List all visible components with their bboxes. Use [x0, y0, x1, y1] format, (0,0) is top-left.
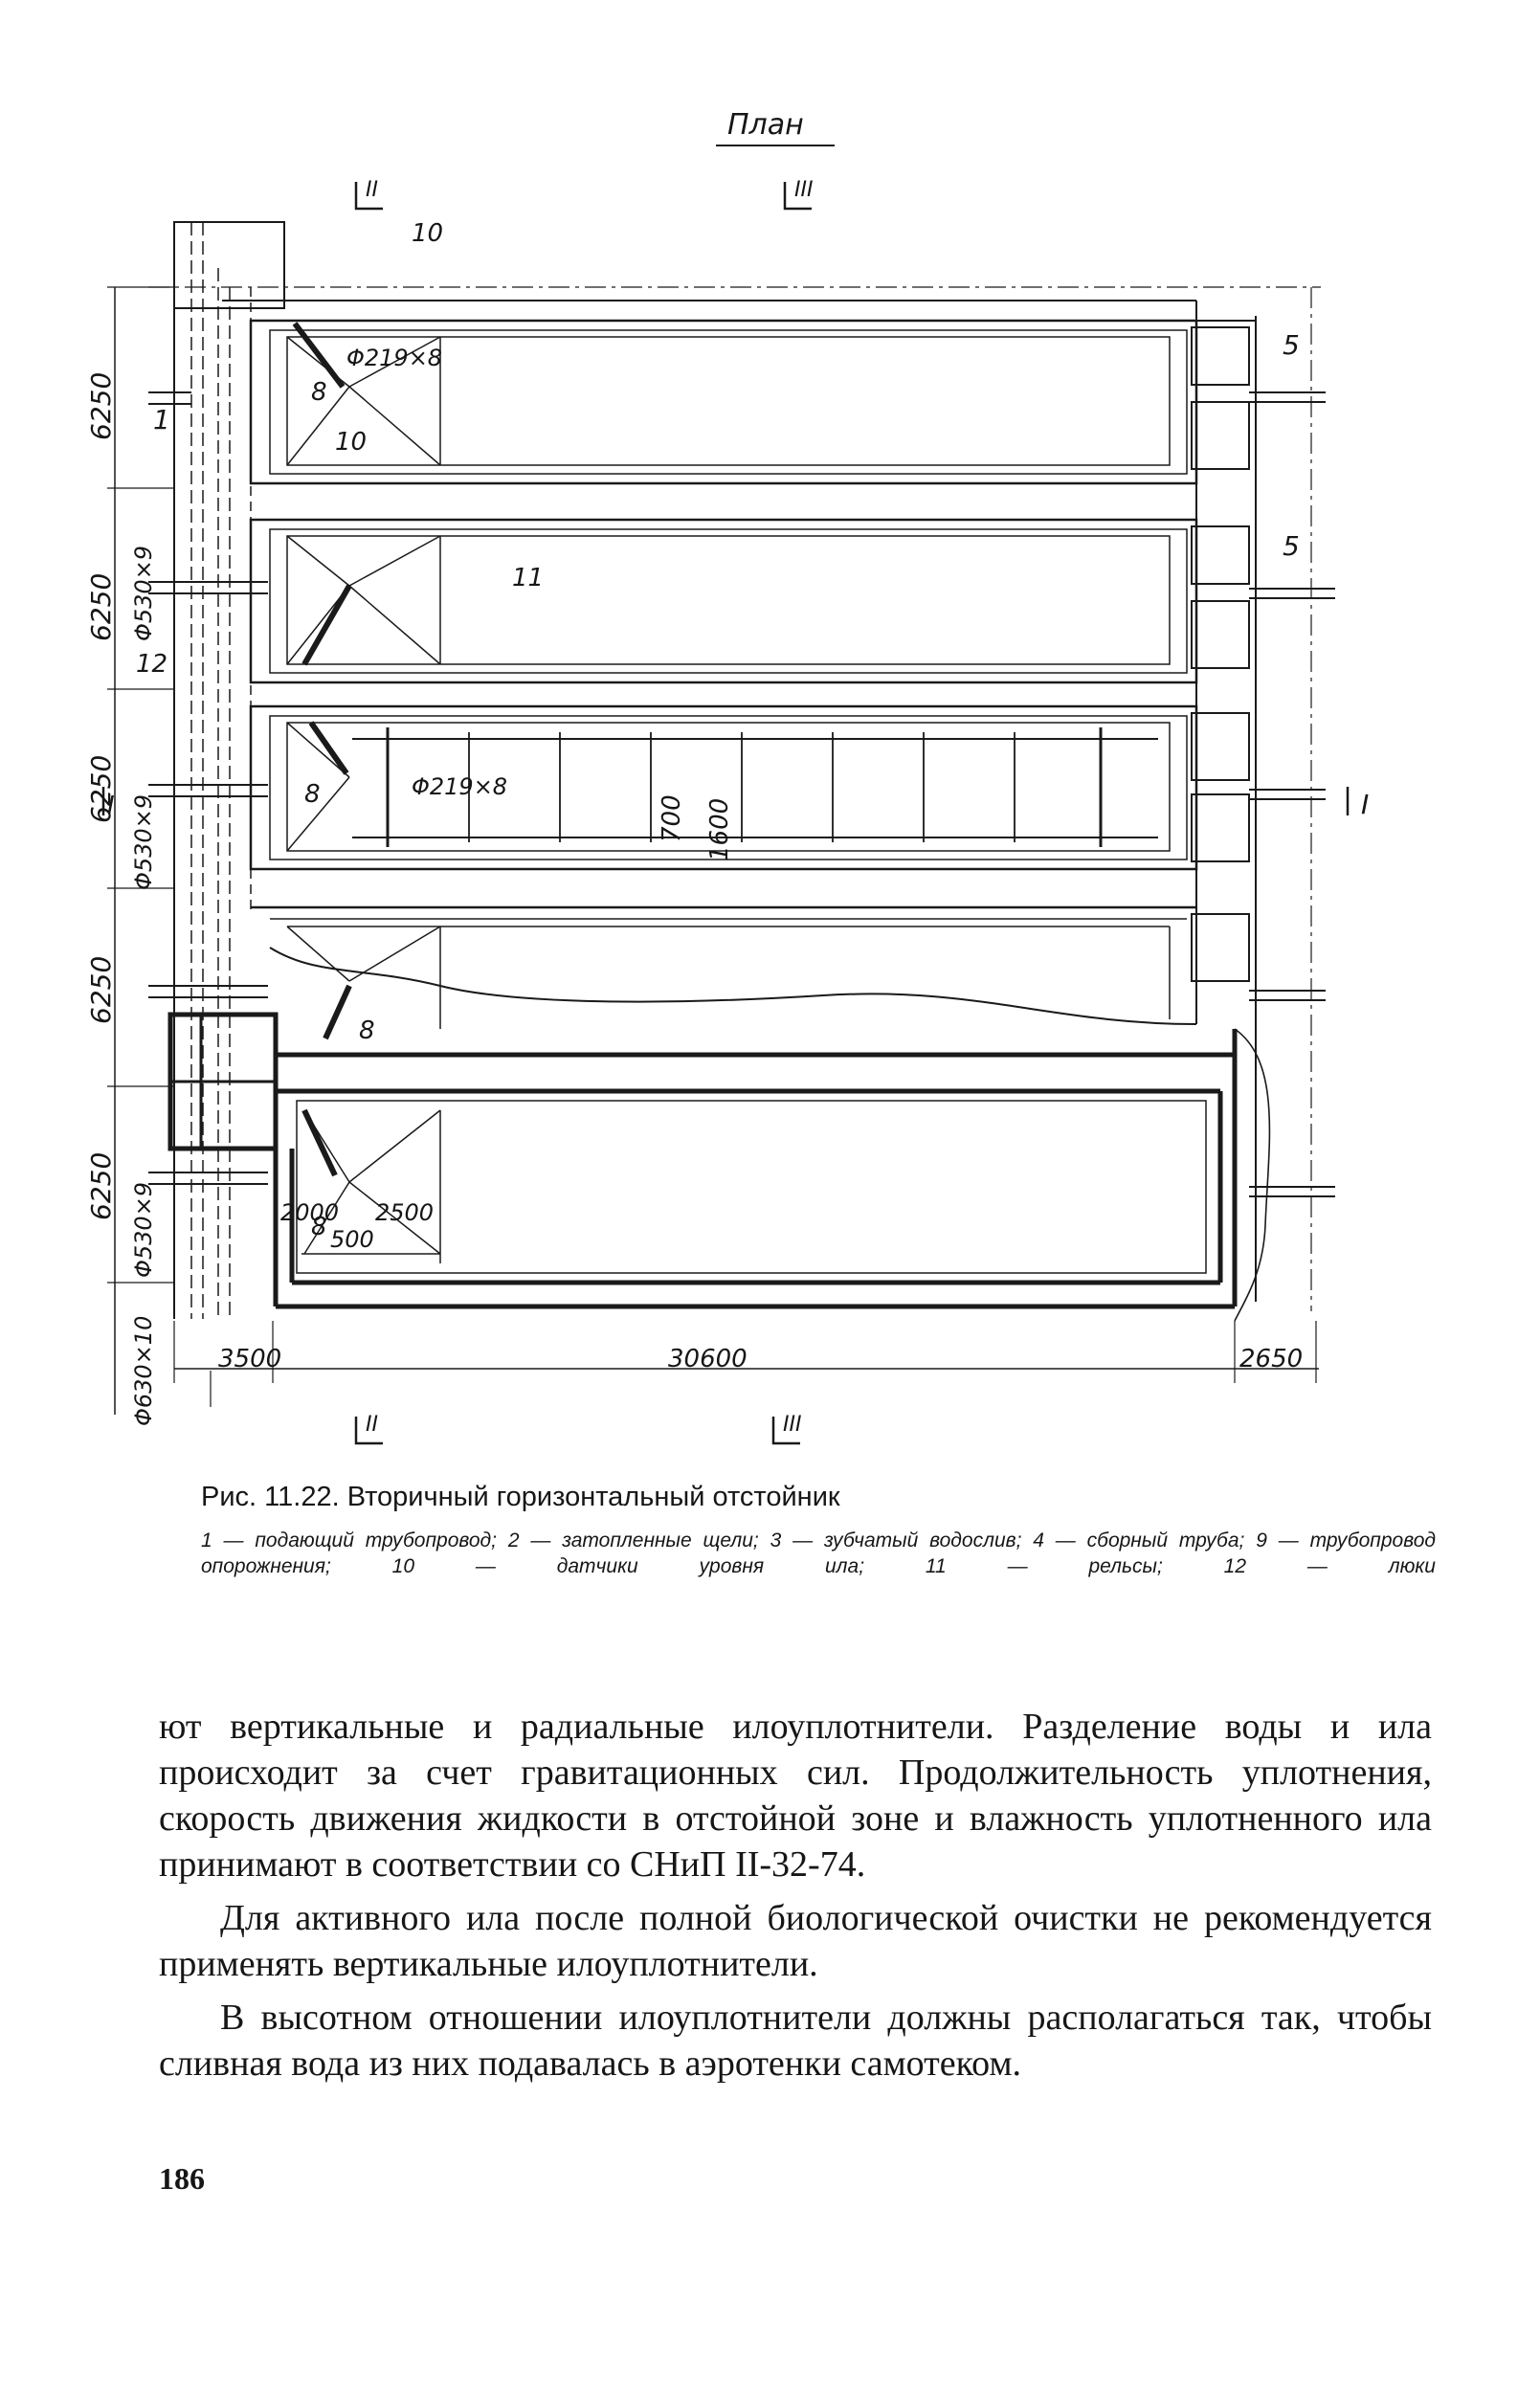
settling-tank-plan-drawing: План II III II III I I 1 5 5 8 8 8 8 10 … [85, 108, 1369, 1445]
dim-inner-2500: 2500 [375, 1199, 434, 1226]
dim-inner-700: 700 [658, 794, 686, 842]
section-mark-i-left: I [107, 792, 115, 820]
dim-pipe-3: Φ530×9 [130, 1182, 157, 1278]
page-number: 186 [159, 2161, 205, 2196]
callout-8c: 8 [359, 1016, 375, 1045]
dim-inner-500: 500 [330, 1226, 374, 1253]
callout-10b: 10 [335, 428, 367, 457]
paragraph-1: ют вертикальные и радиальные илоуплотнит… [159, 1707, 1432, 1885]
callout-1: 1 [153, 404, 170, 435]
section-mark-ii-bottom: II [366, 1413, 378, 1437]
body-text: ют вертикальные и радиальные илоуплотнит… [159, 1704, 1432, 2087]
dim-left-4: 6250 [85, 956, 117, 1024]
dim-bottom-30600: 30600 [668, 1345, 748, 1373]
section-mark-iii-top: III [794, 178, 813, 202]
callout-12: 12 [136, 650, 167, 679]
callout-11: 11 [512, 564, 544, 592]
dim-bottom-2650: 2650 [1239, 1345, 1303, 1373]
callout-8a: 8 [311, 378, 327, 407]
paragraph-2: Для активного ила после полной биологиче… [159, 1898, 1432, 1984]
callout-10a: 10 [412, 219, 443, 248]
section-mark-ii-top: II [366, 178, 378, 202]
section-mark-i-right: I [1361, 789, 1369, 820]
callout-5b: 5 [1283, 530, 1300, 562]
callout-5a: 5 [1283, 329, 1300, 361]
dim-small-pipe-2: Φ219×8 [412, 773, 507, 800]
dim-left-2: 6250 [85, 573, 117, 641]
dim-inner-1600: 1600 [705, 798, 734, 861]
dim-pipe-1: Φ530×9 [130, 546, 157, 641]
drawing-title: План [727, 108, 804, 142]
dim-pipe-4: Φ630×10 [130, 1316, 157, 1426]
dim-pipe-2: Φ530×9 [130, 794, 157, 890]
dim-left-5: 6250 [85, 1152, 117, 1220]
section-mark-iii-bottom: III [783, 1413, 801, 1437]
dim-inner-2000: 2000 [280, 1199, 339, 1226]
dim-left-1: 6250 [85, 372, 117, 440]
paragraph-3: В высотном отношении илоуплотнители долж… [159, 1998, 1432, 2084]
dim-bottom-3500: 3500 [218, 1345, 281, 1373]
callout-8b: 8 [304, 780, 321, 809]
callout-8d: 8 [311, 1213, 327, 1241]
figure-caption: Рис. 11.22. Вторичный горизонтальный отс… [201, 1482, 840, 1512]
dim-small-pipe-1: Φ219×8 [346, 345, 442, 371]
dim-left-3: 6250 [85, 755, 117, 823]
figure-legend: 1 — подающий трубопровод; 2 — затопленны… [201, 1529, 1436, 1577]
